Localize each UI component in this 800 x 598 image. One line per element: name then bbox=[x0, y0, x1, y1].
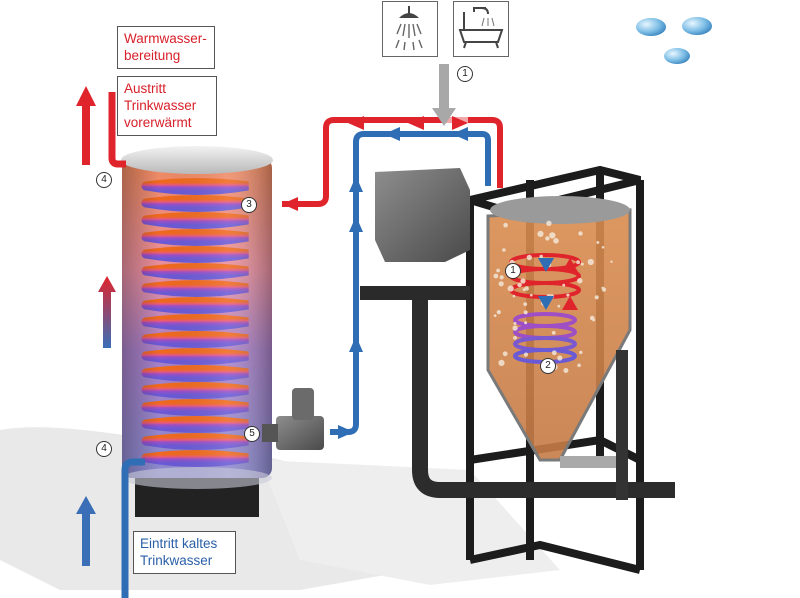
water-drops-icon bbox=[636, 17, 712, 64]
bubble bbox=[594, 295, 599, 300]
bubble bbox=[589, 315, 595, 321]
bubble bbox=[557, 304, 561, 308]
austritt-line-3: vorerwärmt bbox=[124, 115, 192, 130]
bubble bbox=[523, 310, 528, 315]
bubble bbox=[577, 363, 581, 368]
eintritt-label: Eintritt kaltes Trinkwasser bbox=[133, 531, 236, 574]
bubble bbox=[507, 285, 514, 292]
bubble bbox=[537, 230, 544, 237]
bubble bbox=[524, 321, 528, 325]
bubble bbox=[503, 352, 507, 356]
bubble bbox=[551, 350, 557, 356]
bubble bbox=[512, 294, 516, 298]
bubble bbox=[526, 254, 532, 261]
bubble bbox=[545, 236, 550, 241]
bubble bbox=[502, 248, 506, 252]
bubble bbox=[513, 322, 517, 325]
bubble bbox=[577, 278, 583, 284]
marker-pump: 5 bbox=[244, 426, 260, 442]
bubble bbox=[546, 220, 552, 226]
bubble bbox=[493, 314, 497, 317]
bubble bbox=[596, 241, 600, 244]
warmwasser-line-1: Warmwasser- bbox=[124, 31, 207, 46]
bubble bbox=[587, 258, 594, 266]
bubble bbox=[493, 273, 499, 279]
austritt-label: Austritt Trinkwasser vorerwärmt bbox=[117, 76, 217, 136]
marker-austritt: 4 bbox=[96, 172, 112, 188]
bubble bbox=[601, 246, 605, 249]
bubble bbox=[566, 293, 570, 297]
bubble bbox=[523, 302, 528, 306]
bubble bbox=[563, 368, 569, 373]
warmwasser-label: Warmwasser- bereitung bbox=[117, 26, 215, 69]
storage-tank bbox=[121, 146, 273, 517]
bubble bbox=[520, 278, 526, 284]
bubble bbox=[499, 275, 504, 280]
marker-eintritt: 4 bbox=[96, 441, 112, 457]
bubble bbox=[610, 260, 613, 263]
bubble bbox=[539, 254, 543, 259]
warming-arrow bbox=[98, 276, 116, 348]
bubble bbox=[530, 293, 533, 297]
pump bbox=[262, 388, 324, 450]
bubble bbox=[496, 310, 501, 315]
bubble bbox=[513, 336, 517, 340]
eintritt-line-2: Trinkwasser bbox=[140, 553, 213, 568]
flow-arrows bbox=[282, 116, 468, 439]
shower-icon bbox=[382, 1, 438, 57]
marker-heat-exchanger-upper: 1 bbox=[505, 263, 521, 279]
bubble bbox=[522, 288, 526, 291]
bubble bbox=[562, 283, 566, 287]
hot-out-arrow bbox=[76, 86, 96, 165]
drain-arrow bbox=[432, 64, 456, 126]
hot-return-pipe bbox=[282, 117, 503, 207]
bubble bbox=[498, 359, 505, 366]
warmwasser-line-2: bereitung bbox=[124, 48, 181, 63]
bubble bbox=[503, 222, 508, 228]
cold-in-arrow bbox=[76, 496, 96, 566]
recovery-unit bbox=[360, 165, 675, 574]
eintritt-line-1: Eintritt kaltes bbox=[140, 536, 218, 551]
austritt-line-2: Trinkwasser bbox=[124, 98, 197, 113]
bubble bbox=[557, 355, 563, 361]
bubble bbox=[523, 352, 529, 357]
bubble bbox=[580, 262, 584, 266]
bubble bbox=[512, 325, 518, 331]
bubble bbox=[524, 286, 529, 291]
bubble bbox=[578, 231, 583, 236]
bubble bbox=[579, 350, 583, 355]
bubble bbox=[551, 330, 556, 335]
bubble bbox=[498, 281, 504, 287]
austritt-pipe bbox=[108, 92, 126, 168]
bubble bbox=[576, 260, 580, 265]
bubble bbox=[517, 282, 522, 288]
bubble bbox=[601, 286, 605, 290]
marker-heat-exchanger-lower: 2 bbox=[540, 358, 556, 374]
marker-shower-inlet: 1 bbox=[457, 66, 473, 82]
eintritt-pipe bbox=[121, 458, 145, 598]
bubble bbox=[496, 268, 500, 273]
bathtub-icon bbox=[453, 1, 509, 57]
cold-feed-pipe bbox=[330, 131, 491, 435]
bubble bbox=[549, 232, 556, 239]
marker-tank-outlet: 3 bbox=[241, 197, 257, 213]
bubble bbox=[553, 238, 559, 244]
austritt-line-1: Austritt bbox=[124, 81, 167, 96]
